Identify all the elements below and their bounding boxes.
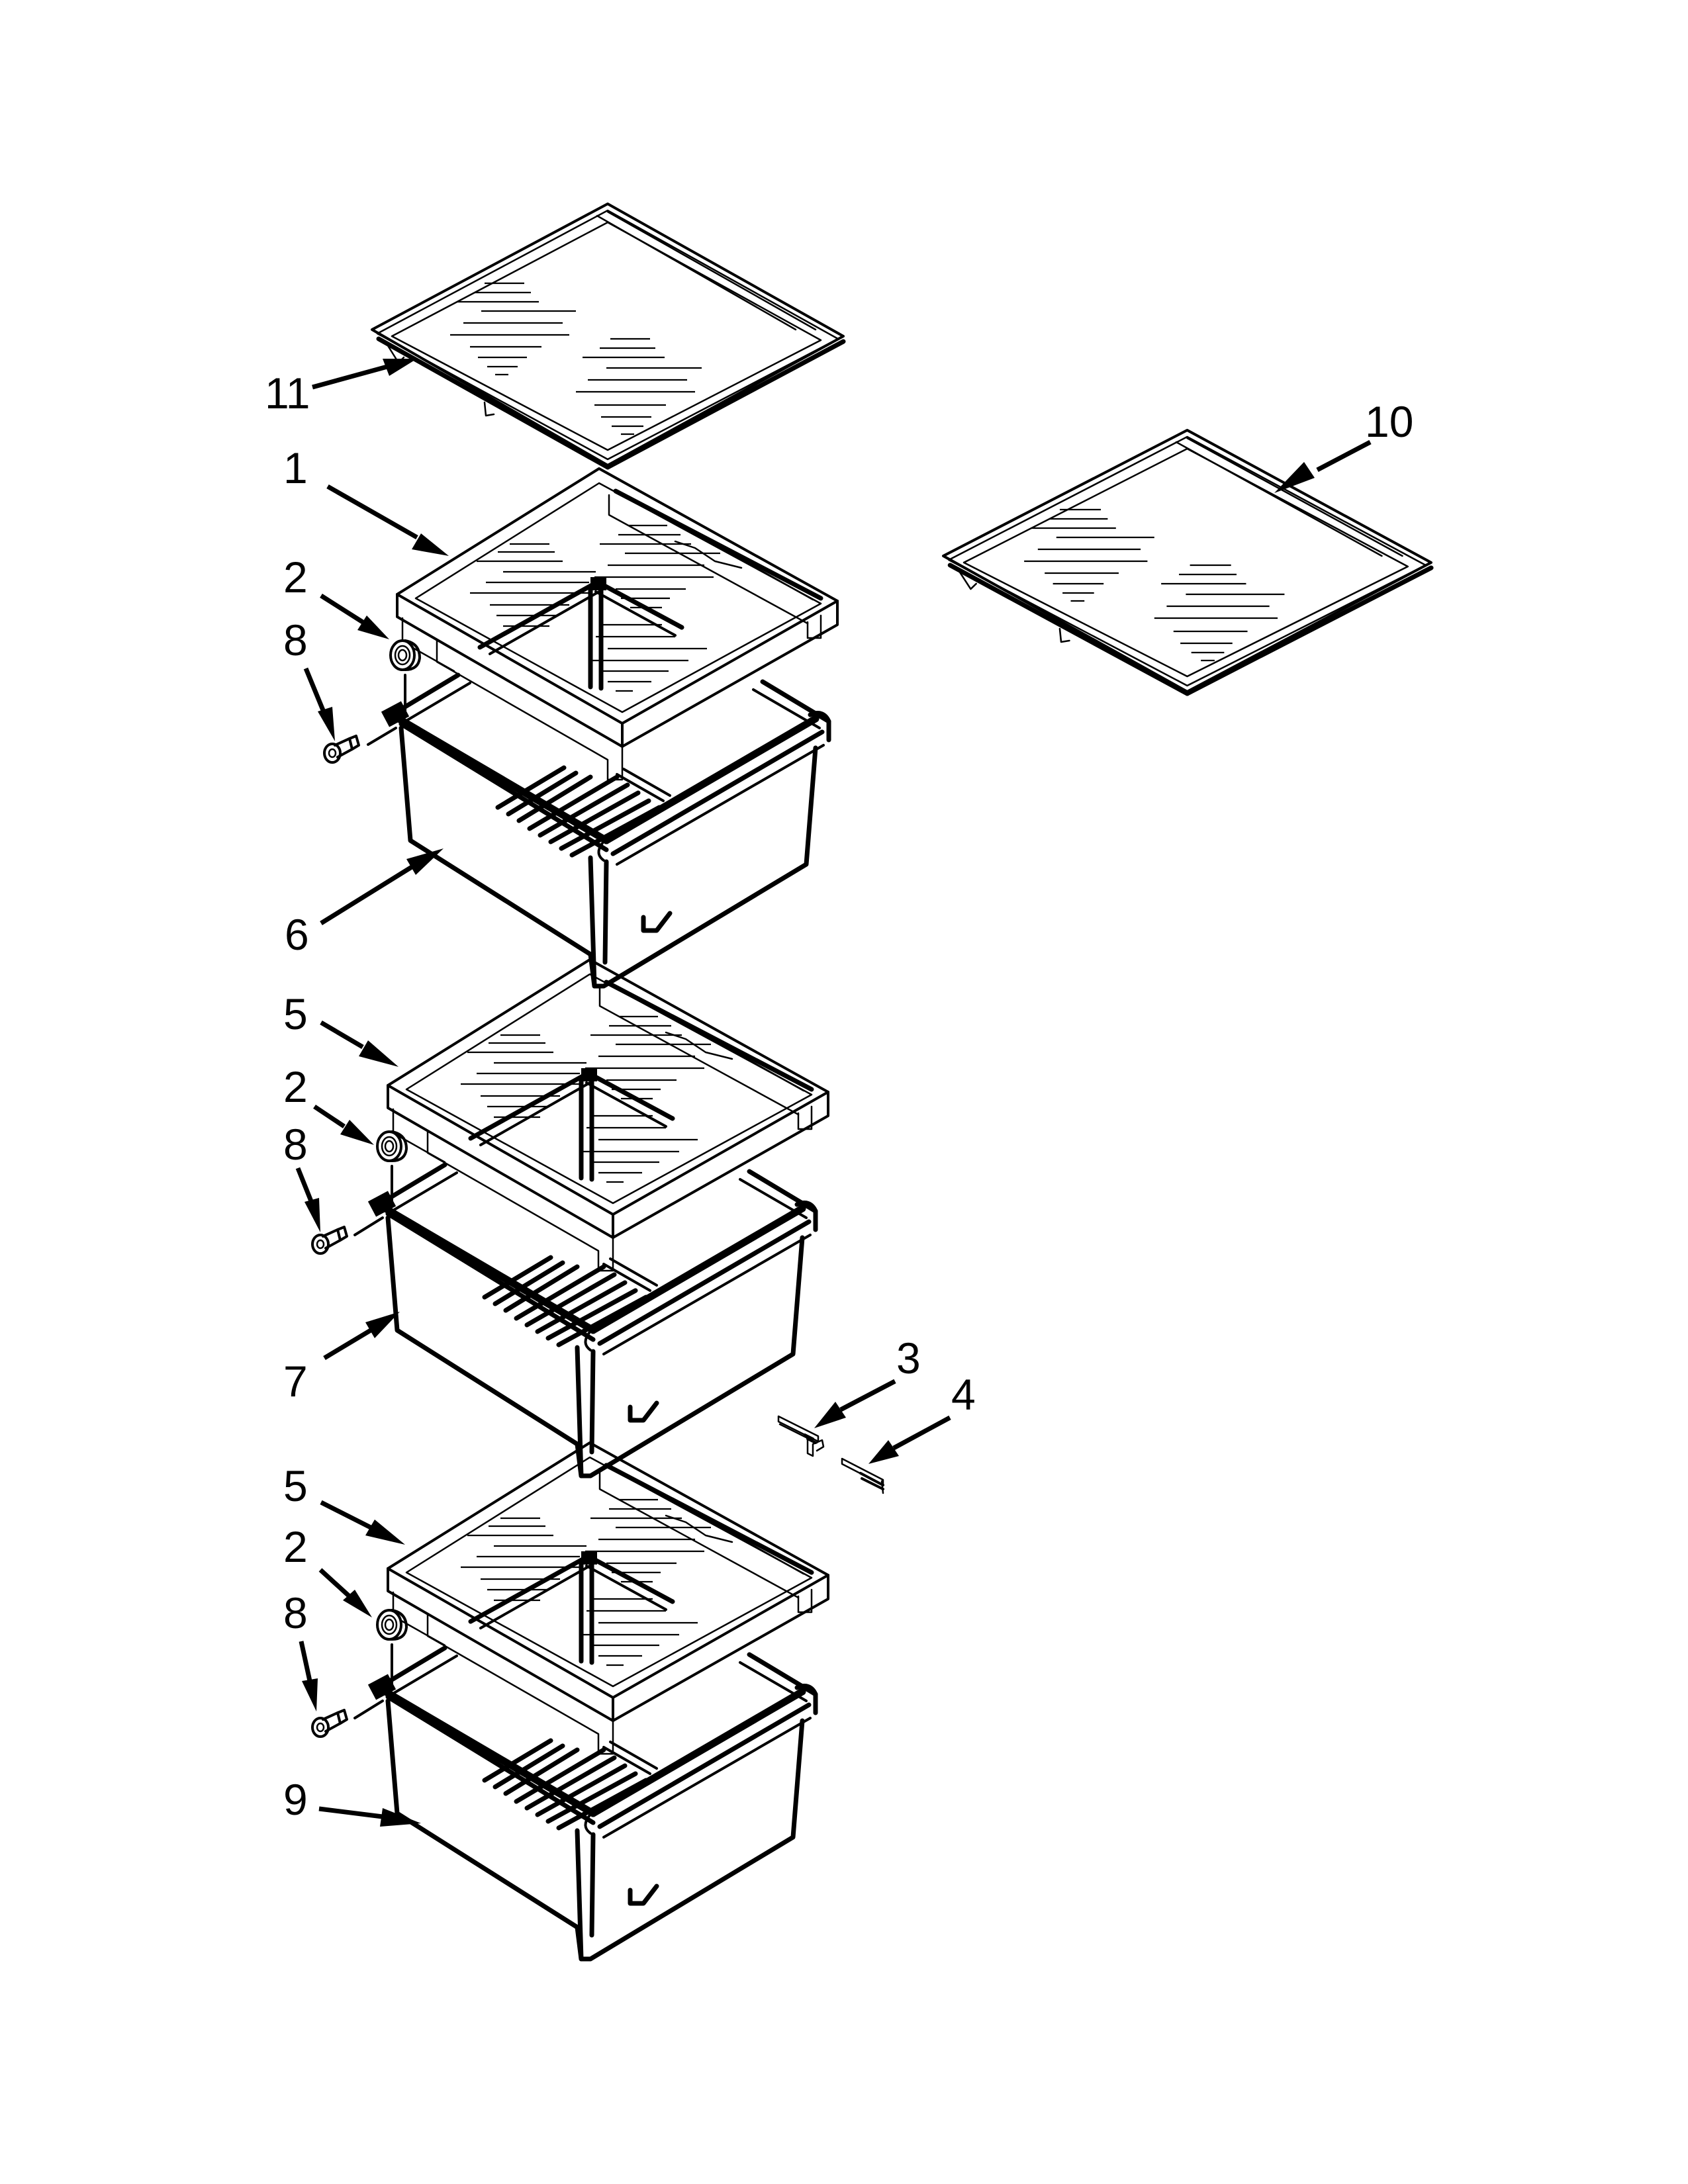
- callout-arrows: [295, 359, 1372, 1827]
- callout-3: 3: [896, 1334, 921, 1383]
- callout-9: 9: [283, 1775, 308, 1824]
- callout-2-bottom: 2: [283, 1522, 308, 1571]
- crisper-cover-5-bottom: [388, 1443, 828, 1754]
- roller-2-top: [389, 639, 421, 716]
- axle-8-top: [323, 727, 397, 764]
- roller-2-middle: [376, 1130, 408, 1206]
- shelf-glass-panel-10: [943, 430, 1431, 694]
- callout-1: 1: [283, 443, 308, 492]
- callout-5-bottom: 5: [283, 1461, 308, 1510]
- crisper-drawer-7: [368, 1165, 816, 1476]
- callout-6: 6: [285, 910, 309, 959]
- callout-11: 11: [265, 369, 310, 418]
- axle-8-bottom: [311, 1700, 384, 1738]
- crisper-drawer-6: [381, 675, 829, 986]
- slide-bracket-4: [841, 1457, 884, 1494]
- callout-8-top: 8: [283, 615, 308, 664]
- callout-labels: 11 10 1 2 8 6 5 2 8 7 3 4 5 2 8 9: [265, 369, 1413, 1824]
- crisper-drawer-9: [368, 1648, 816, 1959]
- callout-5-middle: 5: [283, 989, 308, 1038]
- callout-2-middle: 2: [283, 1062, 308, 1111]
- callout-7: 7: [283, 1357, 308, 1406]
- roller-2-bottom: [376, 1609, 408, 1689]
- callout-8-middle: 8: [283, 1120, 308, 1169]
- callout-4: 4: [951, 1370, 976, 1419]
- crisper-cover-5-middle: [388, 960, 828, 1271]
- crisper-cover-1: [397, 469, 837, 780]
- callout-8-bottom: 8: [283, 1588, 308, 1637]
- slide-bracket-3: [777, 1415, 825, 1457]
- callout-10: 10: [1365, 397, 1413, 446]
- shelf-glass-panel-11: [372, 204, 843, 467]
- axle-8-middle: [311, 1216, 384, 1255]
- callout-2-top: 2: [283, 553, 308, 602]
